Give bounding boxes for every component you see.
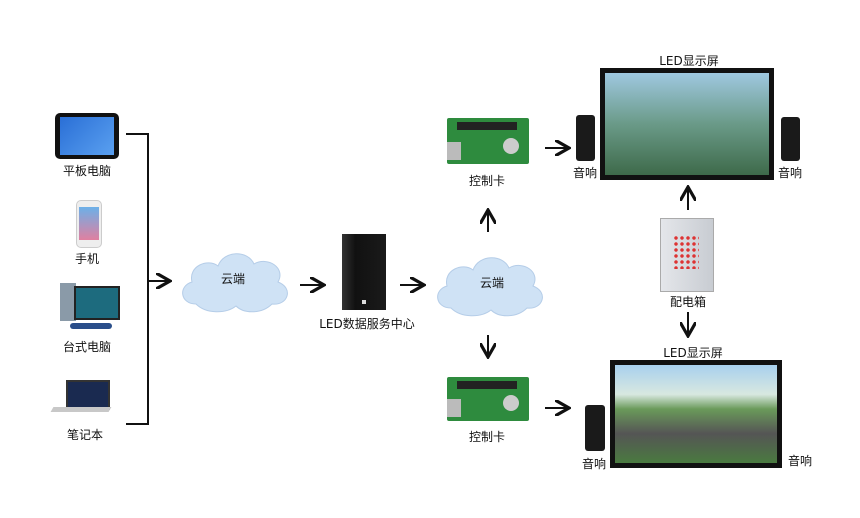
led-screen-top [600, 68, 774, 180]
laptop-icon [50, 380, 112, 414]
desktop-icon [58, 283, 120, 333]
phone-icon [76, 200, 102, 248]
tablet-icon [55, 113, 119, 159]
cloud-label: 云端 [479, 276, 505, 290]
control-card-label: 控制卡 [468, 430, 506, 444]
speaker-label: 音响 [581, 457, 607, 471]
speaker-icon [576, 115, 595, 161]
distribution-box-label: 配电箱 [669, 295, 707, 309]
speaker-icon [585, 405, 605, 451]
speaker-icon [781, 117, 800, 161]
screen-label: LED显示屏 [663, 346, 723, 360]
led-screen-bottom [610, 360, 782, 468]
device-label: 台式电脑 [62, 340, 112, 354]
server-icon [342, 234, 386, 310]
speaker-label: 音响 [777, 166, 803, 180]
distribution-box-icon [660, 218, 714, 292]
cloud-icon [182, 253, 288, 313]
control-card-icon [447, 377, 529, 421]
device-label: 平板电脑 [62, 164, 112, 178]
device-label: 笔记本 [66, 428, 104, 442]
speaker-label: 音响 [787, 454, 813, 468]
connector-line [126, 133, 149, 135]
control-card-label: 控制卡 [468, 174, 506, 188]
connector-line [126, 423, 149, 425]
device-label: 手机 [74, 252, 100, 266]
server-label: LED数据服务中心 [319, 317, 415, 331]
control-card-icon [447, 118, 529, 164]
connector-line [147, 133, 149, 425]
cloud-icon [437, 257, 543, 317]
screen-label: LED显示屏 [659, 54, 719, 68]
cloud-label: 云端 [220, 272, 246, 286]
speaker-label: 音响 [572, 166, 598, 180]
